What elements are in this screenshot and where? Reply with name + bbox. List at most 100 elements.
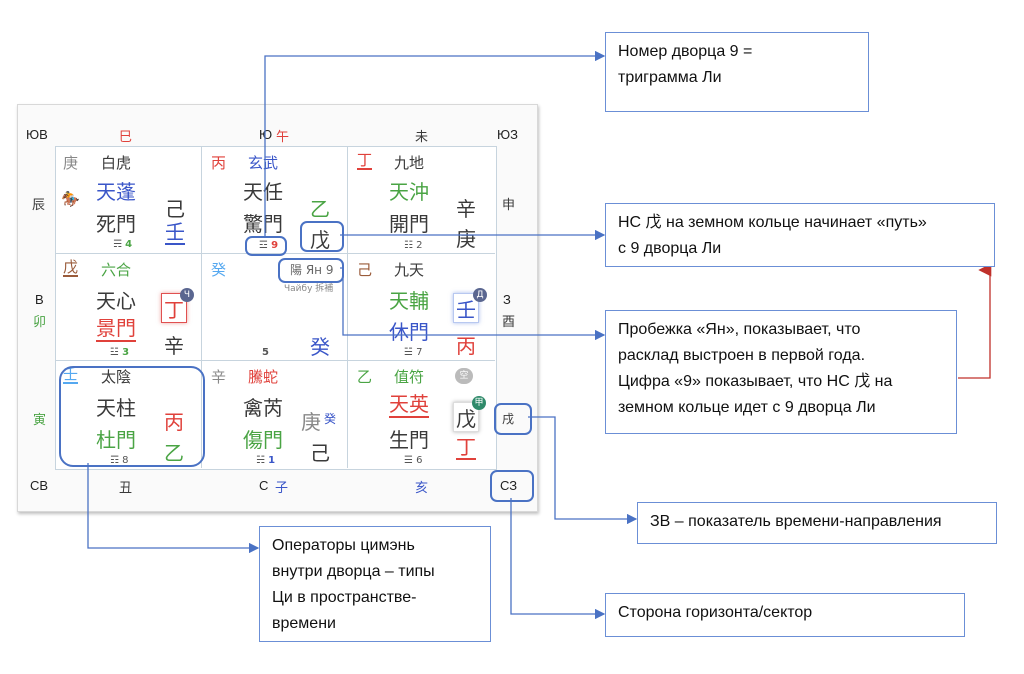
extra-stem: 癸: [324, 412, 337, 426]
earth-stem: 丁: [164, 298, 184, 322]
deity: 白虎: [101, 154, 132, 172]
deity: 值符: [394, 368, 425, 386]
earth-stem: 乙: [310, 197, 330, 221]
chaibu-label: Чайбу 拆補: [284, 284, 334, 294]
horse-rider-icon: 🏇: [61, 190, 80, 208]
note-zv-indicator: ЗВ – показатель времени-направления: [637, 502, 997, 544]
connector-zv: [528, 416, 638, 525]
earth-stem: 辛: [164, 334, 184, 358]
earth-stem: 己: [310, 441, 330, 465]
star: 天輔: [389, 289, 429, 313]
grid-divider: [201, 146, 202, 468]
deity: 九天: [394, 261, 425, 279]
earth-stem: 壬: [456, 298, 476, 322]
connector-palace-number: [264, 50, 606, 236]
earth-stem: 辛: [456, 197, 476, 221]
heaven-stem: 乙: [357, 368, 373, 386]
grid-divider: [55, 253, 495, 254]
earth-stem: 己: [165, 197, 185, 221]
earth-stem: 癸: [310, 335, 330, 359]
door: 傷門: [243, 428, 283, 452]
deity: 玄武: [248, 154, 279, 172]
highlight-horizon: [490, 470, 534, 502]
earth-stem: 丙: [164, 410, 184, 434]
palace-number: 5: [262, 347, 269, 358]
direction-label-north: С: [259, 478, 269, 493]
branch-top-mid: 午: [276, 130, 290, 145]
heaven-stem: 癸: [211, 261, 227, 279]
note-yang-run: Пробежка «Ян», показывает, что расклад в…: [605, 310, 957, 434]
direction-label-east: В: [35, 292, 44, 307]
grid-divider: [55, 360, 495, 361]
heaven-stem: 丁: [357, 151, 373, 170]
corner-label-nw: СЗ: [500, 478, 518, 493]
corner-label-se: ЮВ: [26, 127, 48, 142]
trigram-icon: ☳ 3: [110, 347, 130, 358]
empty-marker: 空: [455, 368, 473, 384]
earth-stem: 庚: [301, 410, 321, 434]
heaven-stem: 庚: [63, 154, 79, 172]
corner-label-ne: СВ: [30, 478, 49, 493]
door: 景門: [96, 316, 136, 342]
branch-bottom-right: 亥: [415, 481, 429, 496]
heaven-stem: 丙: [211, 154, 227, 172]
deity: 太陰: [101, 368, 132, 386]
branch-left-top: 辰: [32, 198, 46, 213]
highlight-zv: [494, 403, 532, 435]
heaven-stem: 己: [357, 261, 373, 279]
star: 禽芮: [243, 396, 283, 420]
highlight-ns-stem: [300, 221, 344, 252]
branch-left-bottom: 寅: [33, 413, 47, 428]
note-ns-path: НС 戊 на земном кольце начинает «путь» с …: [605, 203, 995, 267]
branch-bottom-mid: 子: [275, 481, 289, 496]
branch-right-bottom: 戌: [502, 412, 515, 426]
door: 杜門: [96, 428, 136, 452]
star: 天沖: [389, 180, 429, 204]
star: 天柱: [96, 396, 136, 420]
star: 天蓬: [96, 180, 136, 204]
earth-stem: 丁: [456, 435, 476, 460]
deity: 六合: [101, 261, 132, 279]
branch-bottom-left: 丑: [119, 481, 133, 496]
trigram-icon: ☶ 8: [110, 455, 129, 466]
badge-ch: Ч: [180, 288, 194, 302]
branch-top-right: 未: [415, 130, 429, 145]
earth-stem: 戊: [310, 228, 330, 252]
earth-stem: 乙: [164, 441, 184, 465]
trigram-icon: ☵ 1: [256, 455, 276, 466]
earth-stem: 庚: [456, 227, 476, 251]
yang-run-label: 陽 Ян 9: [290, 263, 334, 277]
heaven-stem: 戊: [63, 258, 79, 277]
trigram-icon: ☴ 4: [113, 239, 133, 250]
earth-stem: 丙: [456, 334, 476, 358]
trigram-icon: ☰ 6: [404, 455, 423, 466]
badge-jia: 甲: [472, 396, 486, 410]
branch-top-left: 巳: [119, 130, 133, 145]
trigram-icon: ☷ 2: [404, 240, 423, 251]
highlight-palace-number: [245, 236, 287, 256]
branch-right-mid: 酉: [502, 315, 516, 330]
star: 天心: [96, 289, 136, 313]
direction-label-west: З: [503, 292, 511, 307]
highlighted-stem-frame: [161, 293, 187, 323]
earth-stem: 戊: [456, 407, 476, 431]
deity: 九地: [394, 154, 425, 172]
note-palace-number: Номер дворца 9 = триграмма Ли: [605, 32, 869, 112]
connector-red: [958, 263, 992, 379]
deity: 騰蛇: [248, 368, 279, 386]
trigram-icon: ☱ 7: [404, 347, 423, 358]
connector-operators: [87, 463, 260, 554]
door: 死門: [96, 212, 136, 236]
door: 驚門: [243, 212, 283, 236]
earth-stem: 壬: [165, 220, 185, 245]
door: 開門: [389, 212, 429, 236]
heaven-stem: 辛: [211, 368, 227, 386]
note-operators: Операторы цимэнь внутри дворца – типы Ци…: [259, 526, 491, 642]
door: 休門: [389, 320, 429, 344]
corner-label-sw: ЮЗ: [497, 127, 518, 142]
highlight-operators: [59, 366, 205, 467]
branch-left-mid: 卯: [33, 315, 47, 330]
grid-divider: [347, 146, 348, 468]
note-horizon-side: Сторона горизонта/сектор: [605, 593, 965, 637]
